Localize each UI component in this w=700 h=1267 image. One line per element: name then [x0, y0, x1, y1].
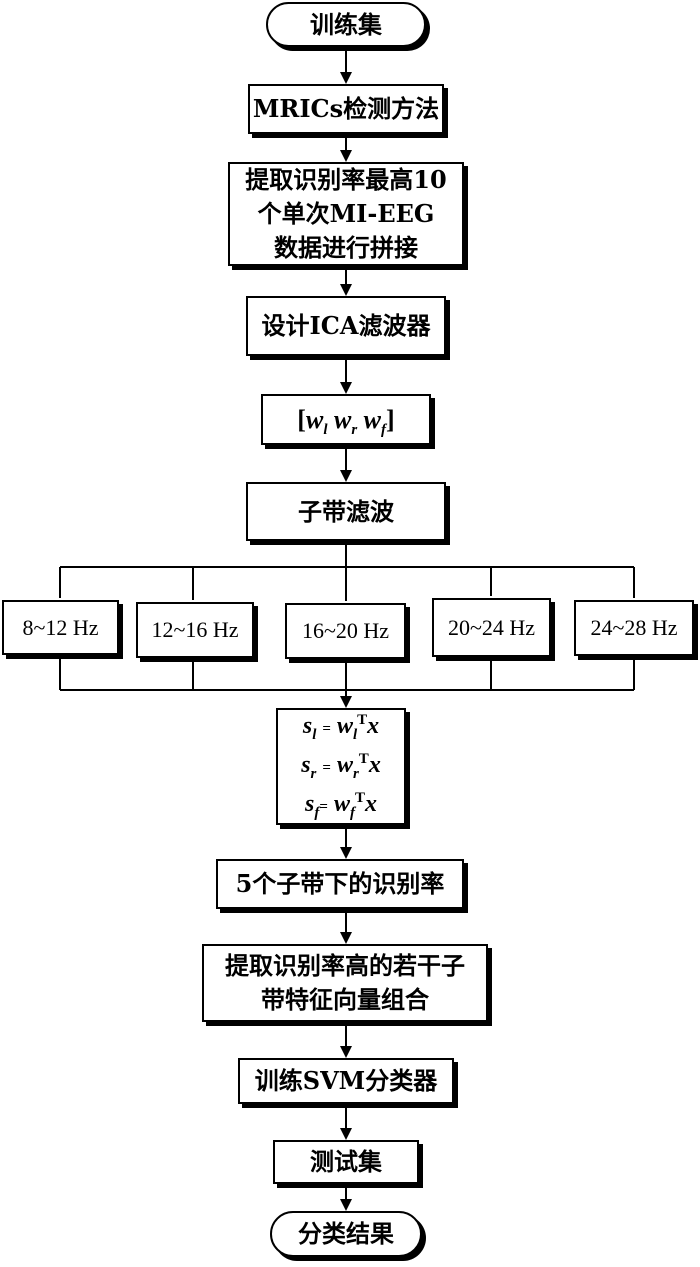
band-label-5: 24~28 Hz	[590, 615, 678, 640]
weights-box: [wl wr wf]	[261, 394, 431, 445]
extract-line-2: 个单次MI-EEG	[257, 199, 435, 228]
combine-line-2: 带特征向量组合	[261, 985, 429, 1014]
ica-filter-box: 设计ICA滤波器	[246, 296, 446, 356]
weight-sub-f: f	[381, 421, 387, 438]
eq1-w-sub: l	[352, 726, 358, 743]
mrics-label: MRICs检测方法	[252, 94, 440, 123]
eq3-x: x	[364, 791, 377, 817]
start-label: 训练集	[310, 9, 382, 39]
band-label-2: 12~16 Hz	[151, 617, 239, 642]
subband-filter-box: 子带滤波	[246, 482, 446, 541]
result-label: 分类结果	[298, 1219, 394, 1248]
test-set-box: 测试集	[273, 1140, 419, 1184]
extract-line-1: 提取识别率最高10	[245, 165, 447, 194]
equation-s-l: sl = wlTx	[303, 708, 379, 747]
eq1-transpose: T	[357, 712, 368, 728]
svm-train-box: 训练SVM分类器	[238, 1058, 454, 1104]
band-box-4: 20~24 Hz	[432, 598, 551, 657]
weights-vector: [wl wr wf]	[297, 402, 394, 438]
test-label: 测试集	[310, 1147, 382, 1176]
subband-rate-box: 5个子带下的识别率	[216, 859, 464, 909]
feature-combine-box: 提取识别率高的若干子 带特征向量组合	[202, 944, 488, 1022]
eq3-equals: =	[319, 799, 328, 815]
eq2-transpose: T	[358, 751, 369, 767]
subband-label: 子带滤波	[298, 496, 394, 526]
combine-line-1: 提取识别率高的若干子	[225, 951, 465, 980]
weight-w-f: w	[363, 404, 382, 434]
equations-box: sl = wlTx sr = wrTx sf= wfTx	[276, 708, 406, 825]
eq3-sub-f: f	[314, 804, 320, 821]
band-box-5: 24~28 Hz	[574, 600, 694, 656]
band-box-2: 12~16 Hz	[136, 602, 254, 658]
svm-label: 训练SVM分类器	[254, 1066, 438, 1095]
eq2-x: x	[368, 752, 381, 778]
ica-label: 设计ICA滤波器	[261, 311, 431, 340]
eq1-sub-l: l	[312, 726, 317, 743]
weight-w-r: w	[333, 404, 352, 434]
eq3-w-sub: f	[349, 804, 355, 821]
bracket-open: [	[297, 404, 306, 434]
eq2-sub-r: r	[310, 765, 317, 782]
equation-s-f: sf= wfTx	[305, 786, 377, 825]
mrics-detection-box: MRICs检测方法	[248, 84, 444, 134]
start-terminal: 训练集	[266, 2, 426, 47]
extract-splice-box: 提取识别率最高10 个单次MI-EEG 数据进行拼接	[228, 162, 464, 266]
equation-s-r: sr = wrTx	[301, 747, 381, 786]
eq2-w: w	[336, 752, 353, 778]
eq3-w: w	[333, 791, 350, 817]
eq1-equals: =	[322, 721, 331, 737]
weight-sub-l: l	[323, 421, 328, 438]
band-box-1: 8~12 Hz	[2, 600, 119, 655]
eq1-w: w	[336, 713, 353, 739]
band-box-3: 16~20 Hz	[285, 603, 406, 659]
weight-sub-r: r	[351, 421, 358, 438]
bracket-close: ]	[386, 404, 395, 434]
extract-line-3: 数据进行拼接	[274, 233, 418, 262]
eq2-w-sub: r	[352, 765, 359, 782]
weight-w-l: w	[305, 404, 324, 434]
result-terminal: 分类结果	[270, 1211, 422, 1257]
band-label-1: 8~12 Hz	[22, 614, 99, 640]
eq3-s: s	[305, 791, 315, 817]
eq2-s: s	[301, 752, 311, 778]
eq3-transpose: T	[354, 790, 365, 806]
eq2-equals: =	[322, 760, 331, 776]
eq1-x: x	[367, 713, 380, 739]
rate-label: 5个子带下的识别率	[235, 869, 445, 898]
band-label-4: 20~24 Hz	[447, 614, 536, 640]
band-label-3: 16~20 Hz	[301, 618, 390, 643]
eq1-s: s	[302, 713, 313, 739]
